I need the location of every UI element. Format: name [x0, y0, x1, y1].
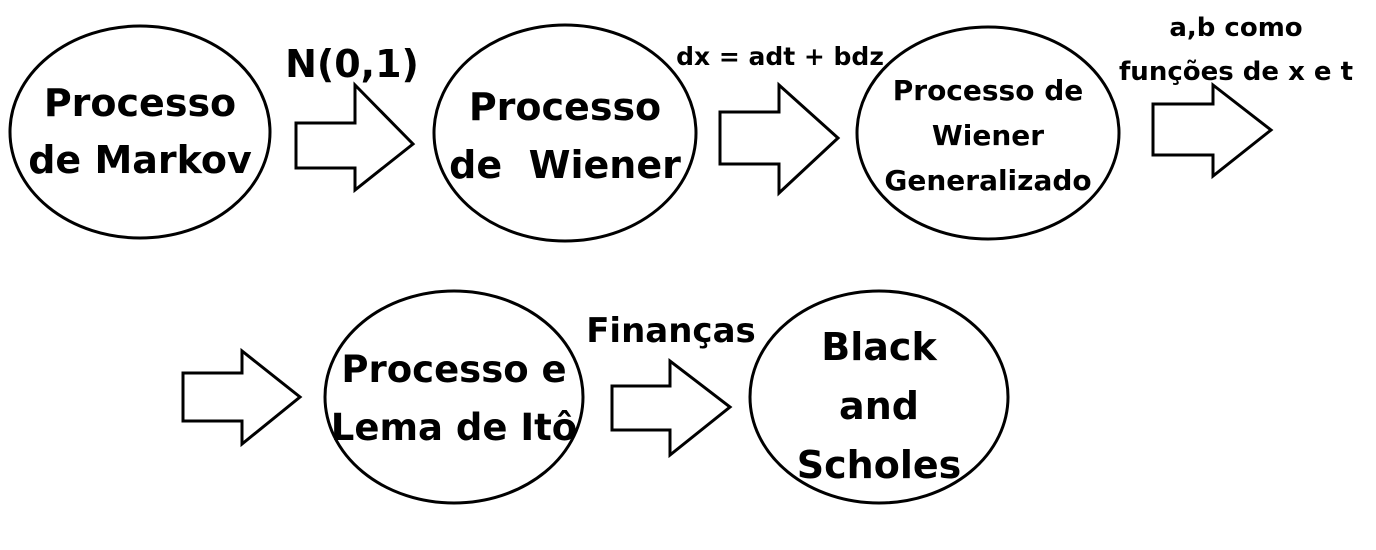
node-black-scholes: Black and Scholes: [759, 318, 999, 495]
arrow-generalized-to-next: [1151, 81, 1274, 180]
node-black-scholes-line-2: and: [839, 384, 919, 428]
edge-label-n01: N(0,1): [285, 42, 419, 86]
ito-ellipse: [323, 289, 585, 505]
node-markov: Processo de Markov: [20, 72, 260, 192]
edge-label-dx-equation: dx = adt + bdz: [676, 42, 884, 71]
node-wiener-generalized-line-1: Processo de: [892, 73, 1084, 107]
node-ito: Processo e Lema de Itô: [330, 339, 578, 459]
arrow-into-ito: [181, 347, 303, 448]
edge-label-ab-line-2: funções de x e t: [1119, 57, 1353, 87]
node-wiener-line-1: Processo: [468, 85, 662, 129]
arrow-ito-to-black-scholes: [610, 357, 733, 459]
node-black-scholes-line-3: Scholes: [796, 443, 962, 487]
markov-ellipse: [8, 24, 272, 240]
arrow-markov-to-wiener: [294, 81, 416, 194]
edge-label-ab-line-1: a,b como: [1169, 13, 1303, 43]
node-wiener: Processo de Wiener: [445, 76, 685, 196]
node-ito-line-1: Processo e: [341, 348, 567, 391]
node-wiener-line-2: de Wiener: [449, 143, 681, 187]
wiener-ellipse: [432, 23, 698, 243]
node-wiener-generalized: Processo de Wiener Generalizado: [868, 67, 1108, 203]
arrow-wiener-to-generalized: [718, 81, 841, 197]
node-wiener-generalized-line-3: Generalizado: [884, 163, 1092, 197]
black-scholes-ellipse: [748, 289, 1010, 505]
edge-label-financas: Finanças: [586, 311, 756, 351]
node-wiener-generalized-line-2: Wiener: [931, 118, 1045, 152]
wiener-generalized-ellipse: [855, 25, 1121, 241]
node-markov-line-1: Processo: [43, 81, 237, 125]
node-ito-line-2: Lema de Itô: [330, 406, 578, 449]
node-markov-line-2: de Markov: [28, 138, 252, 182]
edge-label-ab-functions: a,b como funções de x e t: [1100, 6, 1372, 94]
node-black-scholes-line-1: Black: [821, 325, 937, 369]
